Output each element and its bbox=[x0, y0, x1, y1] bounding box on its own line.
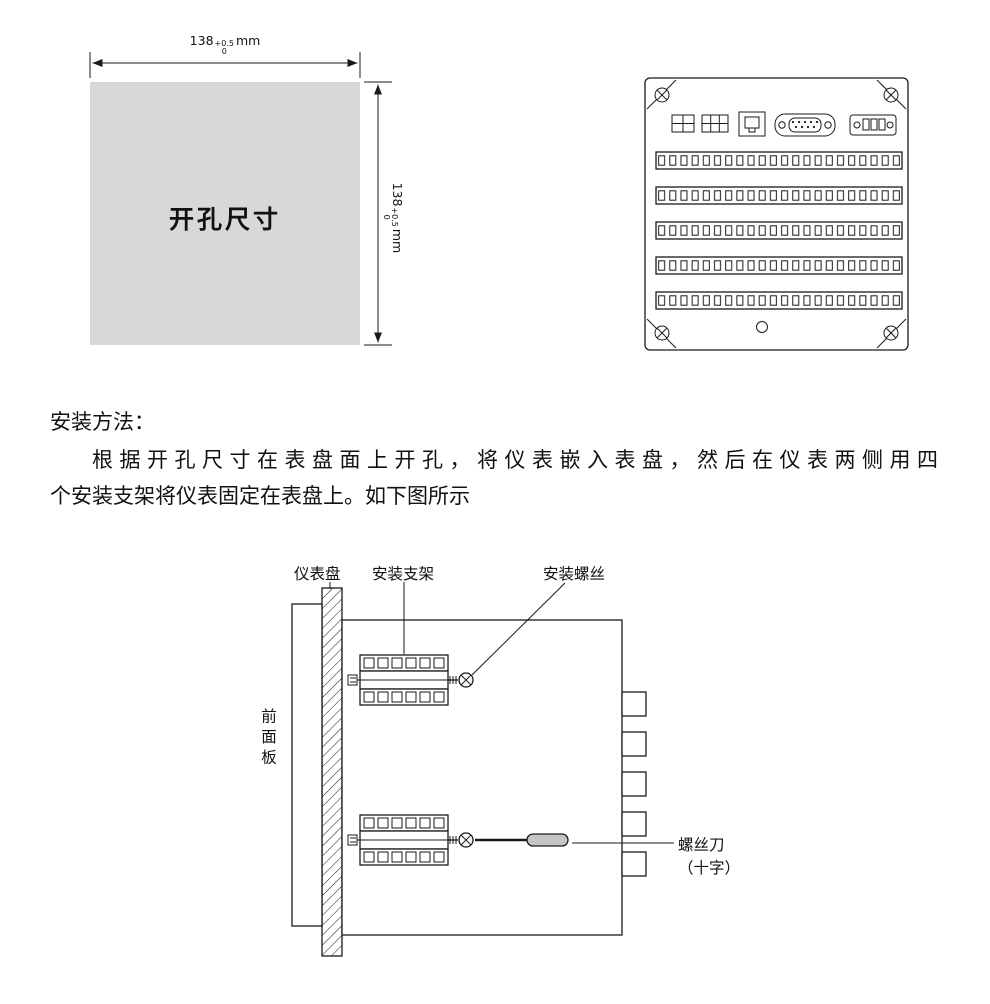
db9-port-icon bbox=[774, 113, 836, 137]
small-connector-icon bbox=[671, 114, 695, 133]
panel-label: 仪表盘 bbox=[294, 566, 341, 583]
corner-screw-icon bbox=[654, 87, 670, 103]
rear-panel-outline bbox=[644, 77, 909, 351]
leader-line-screw bbox=[471, 582, 566, 676]
terminal-block bbox=[621, 731, 647, 757]
terminal-block bbox=[621, 691, 647, 717]
screwdriver-icon bbox=[475, 833, 569, 847]
width-tolerance-upper: +0.5 bbox=[214, 39, 234, 48]
power-connector-icon bbox=[849, 114, 897, 136]
height-value: 138 bbox=[389, 182, 405, 207]
terminal-strip bbox=[655, 291, 903, 310]
height-tolerance-upper: +0.5 bbox=[389, 207, 399, 227]
small-connector-icon bbox=[701, 114, 729, 133]
height-tolerance-lower: 0 bbox=[381, 214, 391, 220]
terminal-block bbox=[621, 771, 647, 797]
width-unit: mm bbox=[235, 33, 261, 48]
installation-paragraph-line1: 根据开孔尺寸在表盘面上开孔，将仪表嵌入表盘，然后在仪表两侧用四 bbox=[92, 448, 938, 472]
corner-screw-icon bbox=[883, 325, 899, 341]
terminal-block bbox=[621, 851, 647, 877]
corner-screw-icon bbox=[654, 325, 670, 341]
height-unit: mm bbox=[389, 228, 405, 254]
terminal-strip bbox=[655, 151, 903, 170]
bracket-label: 安装支架 bbox=[372, 566, 435, 583]
cutout-size-label: 开孔尺寸 bbox=[168, 207, 281, 234]
front-panel-bezel bbox=[291, 603, 323, 927]
cutout-diagram bbox=[89, 52, 392, 346]
corner-screw-icon bbox=[883, 87, 899, 103]
width-tolerance-lower: 0 bbox=[221, 47, 227, 57]
installation-diagram bbox=[291, 582, 674, 957]
installation-paragraph-line2: 个安装支架将仪表固定在表盘上。如下图所示 bbox=[50, 484, 470, 508]
terminal-strip bbox=[655, 186, 903, 205]
front-panel-label: 前面板 bbox=[259, 708, 276, 770]
width-value: 138 bbox=[189, 33, 214, 48]
terminal-block bbox=[621, 811, 647, 837]
rear-view-diagram bbox=[644, 77, 909, 351]
mounting-hole bbox=[756, 321, 768, 333]
installation-heading: 安装方法： bbox=[50, 410, 155, 434]
screw-label: 安装螺丝 bbox=[543, 566, 606, 583]
terminal-strip bbox=[655, 221, 903, 240]
panel-wall-hatch bbox=[321, 587, 343, 957]
terminal-strip bbox=[655, 256, 903, 275]
screwdriver-label-line1: 螺丝刀 bbox=[678, 837, 725, 854]
screwdriver-label-line2: （十字） bbox=[678, 860, 741, 877]
rj45-port-icon bbox=[738, 111, 766, 137]
cutout-square bbox=[90, 82, 360, 345]
